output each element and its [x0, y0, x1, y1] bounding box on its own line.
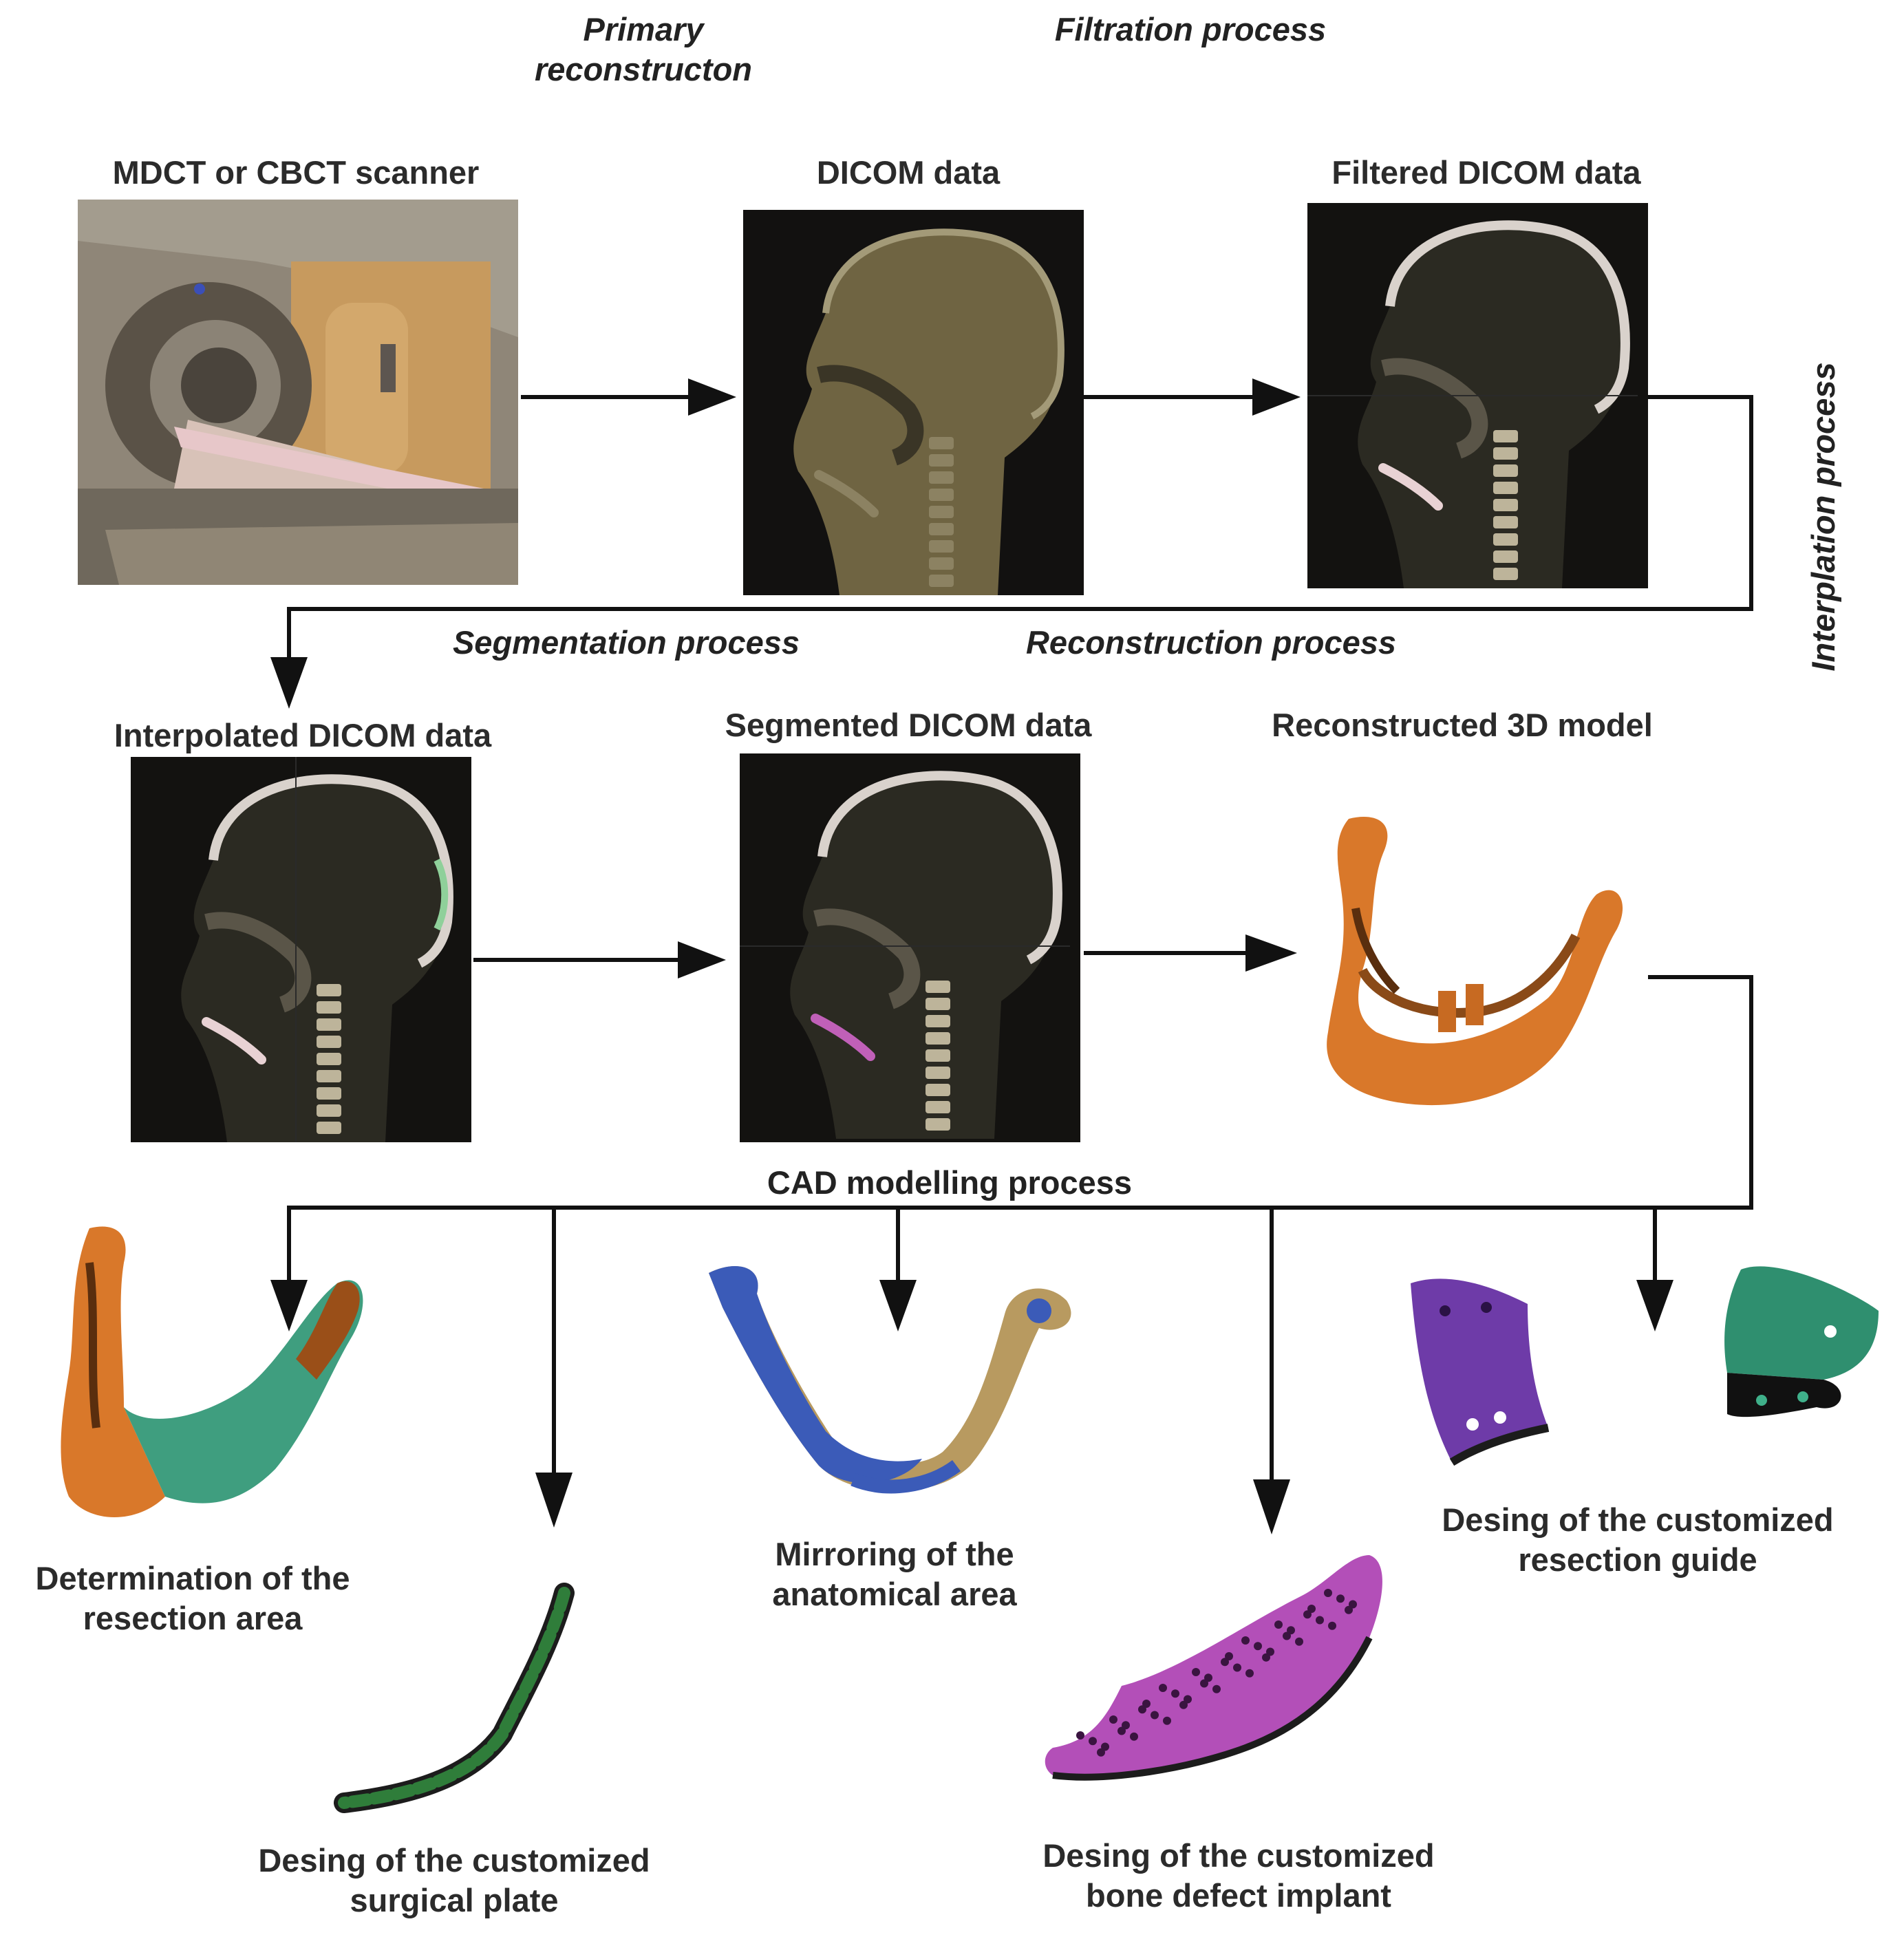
dicom-ct-slice	[743, 210, 1084, 595]
resection-guide-icon	[1724, 1266, 1879, 1417]
process-label-primary-reconstruction: Primary reconstructon	[535, 11, 752, 87]
outcome-label-resection-guide: Desing of the customized resection guide	[1442, 1501, 1834, 1578]
arrowhead	[1636, 1280, 1673, 1331]
mandible-resection-icon	[61, 1226, 363, 1517]
arrowhead	[1245, 934, 1297, 972]
stage-label-scanner: MDCT or CBCT scanner	[112, 154, 480, 191]
surgical-plate-icon	[334, 1583, 575, 1813]
resection-area-model	[48, 1221, 399, 1538]
sagittal-head-ct-slice-icon	[743, 210, 1084, 595]
sagittal-head-ct-slice-icon	[1307, 203, 1648, 588]
stage-label-segmented: Segmented DICOM data	[725, 707, 1092, 743]
bone-implant-icon	[1045, 1555, 1382, 1781]
outcome-label-surgical-plate: Desing of the customized surgical plate	[258, 1842, 650, 1918]
ct-scanner-photo-icon	[78, 200, 518, 585]
stage-label-dicom: DICOM data	[816, 154, 1001, 191]
resection-guide-icon	[1411, 1278, 1550, 1466]
arrowhead	[879, 1280, 917, 1331]
arrowhead	[535, 1473, 573, 1528]
arrowhead	[270, 657, 308, 709]
outcome-label-implant: Desing of the customized bone defect imp…	[1042, 1837, 1435, 1914]
interpolated-ct-slice	[131, 757, 471, 1142]
process-label-interpolation: Interplation process	[1805, 362, 1841, 672]
resection-guide-purple	[1397, 1270, 1555, 1466]
reconstructed-mandible-model	[1301, 812, 1658, 1115]
cad-branch-line	[287, 975, 1753, 1280]
arrowhead	[1253, 1479, 1290, 1534]
resection-guide-teal	[1713, 1256, 1885, 1428]
segmented-ct-slice	[740, 753, 1080, 1142]
mirroring-model	[695, 1259, 1087, 1507]
sagittal-head-ct-slice-icon	[131, 757, 471, 1142]
outcome-label-mirroring: Mirroring of the anatomical area	[772, 1536, 1017, 1612]
filtered-ct-slice	[1307, 203, 1648, 588]
mandible-3d-model-icon	[1327, 817, 1623, 1106]
stage-label-filtered: Filtered DICOM data	[1331, 154, 1641, 191]
bone-defect-implant-model	[1039, 1548, 1397, 1803]
process-label-filtration: Filtration process	[1054, 11, 1327, 47]
surgical-plate-model	[330, 1583, 578, 1823]
outcome-label-resection-area: Determination of the resection area	[35, 1560, 350, 1636]
stage-label-model3d: Reconstructed 3D model	[1272, 707, 1653, 743]
arrowhead	[678, 941, 726, 978]
sagittal-head-ct-slice-icon	[740, 753, 1080, 1142]
process-label-reconstruction: Reconstruction process	[1025, 624, 1397, 661]
arrowhead	[1252, 378, 1301, 416]
arrowhead	[688, 378, 736, 416]
mirrored-mandible-icon	[709, 1266, 1071, 1494]
stage-label-interpolated: Interpolated DICOM data	[114, 717, 492, 753]
arrow-filtered-to-interpolated	[287, 395, 1753, 678]
process-label-cad-modelling: CAD modelling process	[767, 1164, 1133, 1201]
arrowhead	[270, 1280, 308, 1331]
process-label-segmentation: Segmentation process	[452, 624, 800, 661]
ct-scanner-image	[78, 200, 518, 585]
